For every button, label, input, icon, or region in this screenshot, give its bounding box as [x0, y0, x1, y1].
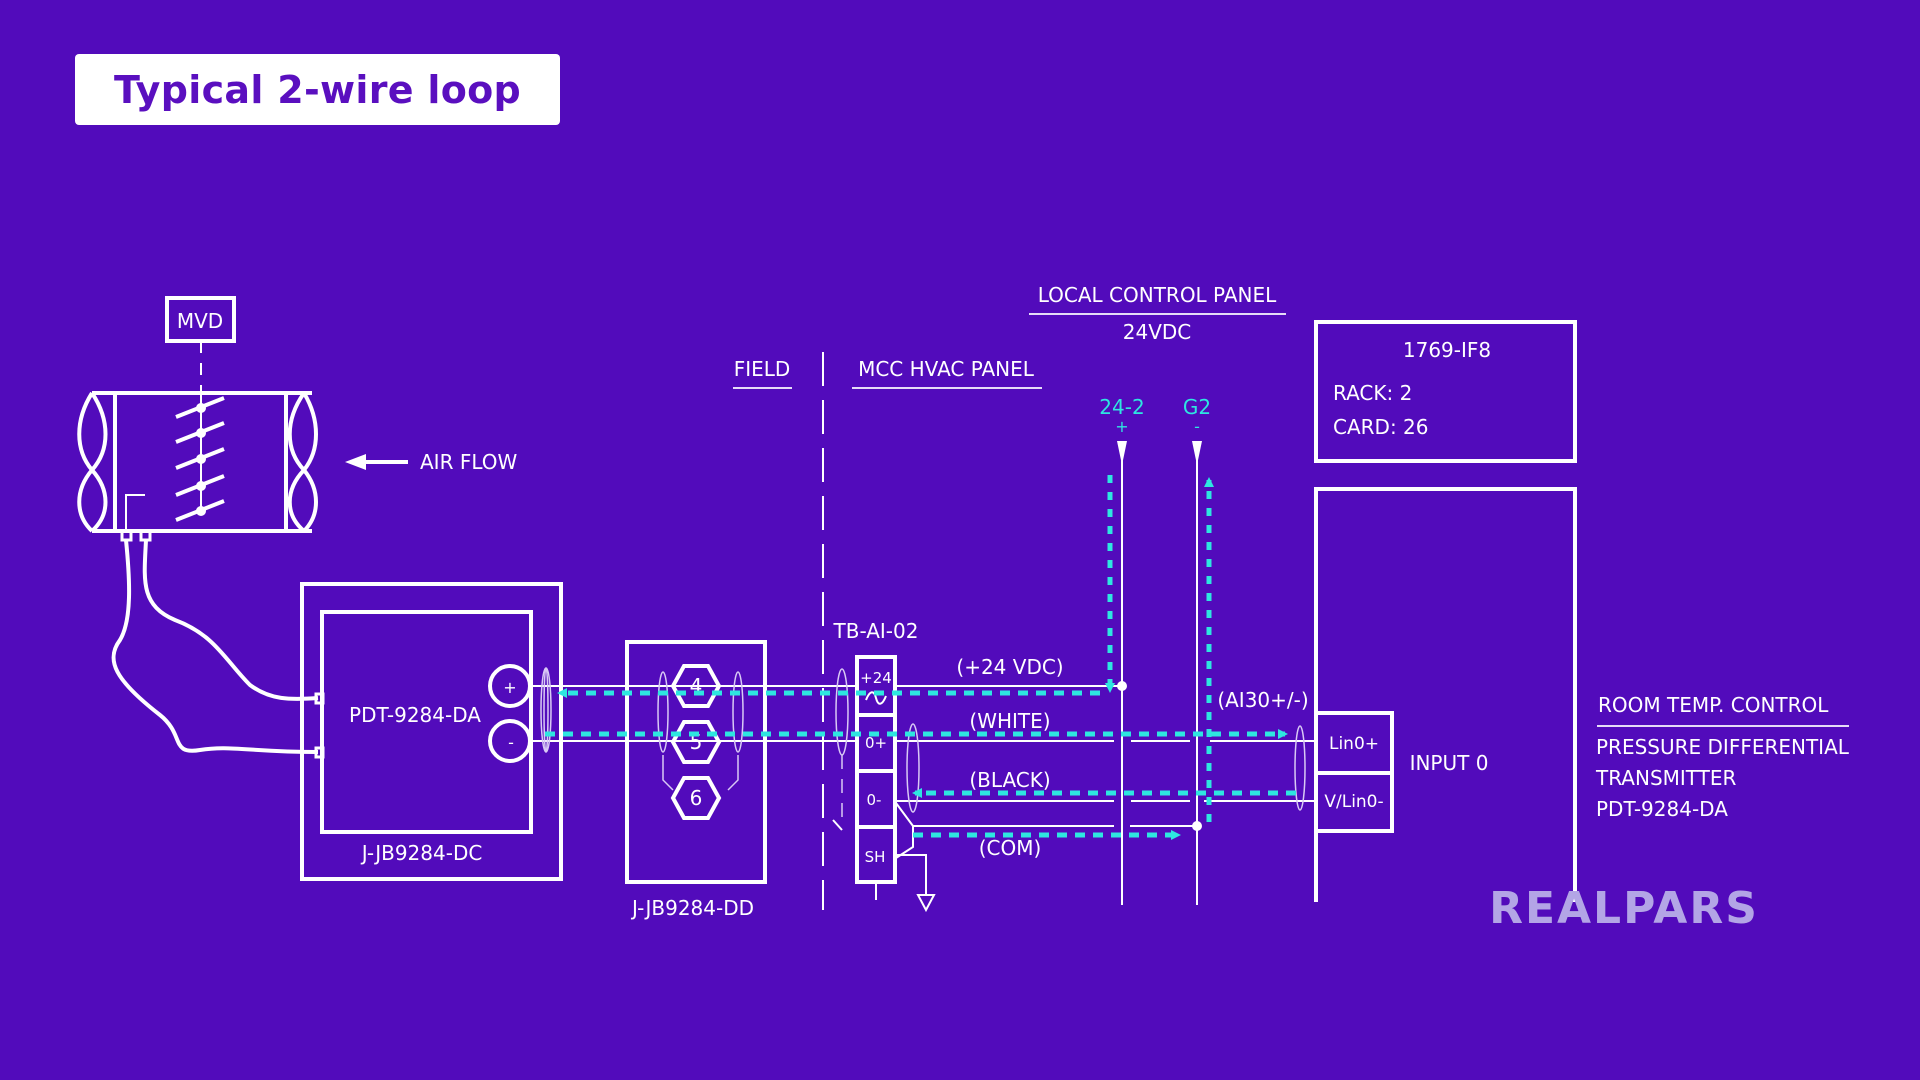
- svg-text:-: -: [1194, 417, 1200, 436]
- plc-card-box: [1314, 320, 1577, 463]
- description-line: TRANSMITTER: [1595, 766, 1737, 790]
- damper-blades: [175, 394, 225, 522]
- zone-field: FIELD: [734, 357, 791, 381]
- junction-dot: [1192, 821, 1202, 831]
- pressure-tap: [125, 494, 145, 531]
- svg-text:G2: G2: [1183, 395, 1211, 419]
- label-com: (COM): [979, 836, 1042, 860]
- terminal-plus24: +24: [860, 669, 892, 687]
- svg-text:V/Lin0-: V/Lin0-: [1324, 792, 1383, 812]
- junction-box-frame: [625, 640, 767, 884]
- junction-dot: [1117, 681, 1127, 691]
- hex-terminal-6: [670, 776, 722, 820]
- junction-box-label: J-JB9284-DD: [630, 896, 754, 920]
- air-flow-indicator: AIR FLOW: [345, 450, 518, 474]
- terminal-sh: SH: [865, 848, 886, 866]
- svg-text:Lin0+: Lin0+: [1329, 734, 1379, 754]
- input-module-frame: [1314, 487, 1577, 902]
- air-flow-label: AIR FLOW: [420, 450, 518, 474]
- terminal-0minus: 0-: [867, 791, 882, 809]
- mvd-label: MVD: [177, 309, 223, 333]
- current-loop-flow: [545, 475, 1296, 840]
- svg-text:+: +: [503, 678, 516, 697]
- zone-labels: FIELD MCC HVAC PANEL LOCAL CONTROL PANEL…: [733, 283, 1286, 910]
- description-heading: ROOM TEMP. CONTROL: [1598, 693, 1829, 717]
- wiring: [530, 685, 1316, 900]
- terminal-0plus: 0+: [865, 734, 887, 752]
- fuse-icon: [865, 691, 887, 705]
- svg-text:6: 6: [690, 786, 703, 810]
- power-rail-positive: 24-2 +: [1099, 395, 1145, 905]
- label-white: (WHITE): [969, 709, 1050, 733]
- plc-card-info: 1769-IF8 RACK: 2 CARD: 26: [1314, 320, 1577, 463]
- input-terminal-vlin0-minus: [1314, 771, 1394, 833]
- zone-local-control-panel: LOCAL CONTROL PANEL: [1038, 283, 1277, 307]
- plc-card-number: CARD: 26: [1333, 415, 1429, 439]
- impulse-tubing: [111, 539, 319, 754]
- terminal-block-tb-ai-02: TB-AI-02 +24 0+ 0- SH: [833, 619, 919, 884]
- power-rail-negative: G2 -: [1183, 395, 1211, 905]
- air-duct: [77, 391, 318, 542]
- title-banner: Typical 2-wire loop: [75, 54, 560, 125]
- enclosure-jb9284-dc: [300, 582, 563, 881]
- terminal-block-label: TB-AI-02: [833, 619, 919, 643]
- page-title: Typical 2-wire loop: [113, 67, 522, 112]
- cable-shields: [540, 667, 1306, 820]
- plc-rack: RACK: 2: [1333, 381, 1412, 405]
- zone-mcc-hvac-panel: MCC HVAC PANEL: [858, 357, 1035, 381]
- description-line: PRESSURE DIFFERENTIAL: [1596, 735, 1850, 759]
- mvd-actuator: MVD: [165, 296, 236, 394]
- label-black: (BLACK): [969, 768, 1050, 792]
- plc-card-model: 1769-IF8: [1403, 338, 1491, 362]
- realpars-logo: REALPARS: [1489, 883, 1759, 934]
- analog-input-module: Lin0+ V/Lin0- INPUT 0: [1314, 487, 1577, 902]
- wire-labels: (+24 VDC) (WHITE) (BLACK) (COM) (AI30+/-…: [956, 655, 1308, 860]
- junction-box: 4 5 6 J-JB9284-DD: [625, 640, 767, 920]
- svg-text:-: -: [508, 733, 514, 752]
- local-panel-voltage: 24VDC: [1123, 320, 1192, 344]
- description-block: ROOM TEMP. CONTROL PRESSURE DIFFERENTIAL…: [1595, 693, 1850, 821]
- svg-text:24-2: 24-2: [1099, 395, 1144, 419]
- transmitter-pdt-9284-da: [320, 610, 533, 834]
- label-supply: (+24 VDC): [956, 655, 1063, 679]
- svg-text:+: +: [1115, 417, 1128, 436]
- enclosure-label: J-JB9284-DC: [360, 841, 483, 865]
- transmitter-tag: PDT-9284-DA: [349, 703, 481, 727]
- label-analog-input: (AI30+/-): [1217, 688, 1308, 712]
- ground-icon: [916, 894, 936, 913]
- input-label: INPUT 0: [1410, 751, 1489, 775]
- description-line: PDT-9284-DA: [1596, 797, 1728, 821]
- transmitter-enclosure: PDT-9284-DA + - J-JB9284-DC: [300, 582, 563, 881]
